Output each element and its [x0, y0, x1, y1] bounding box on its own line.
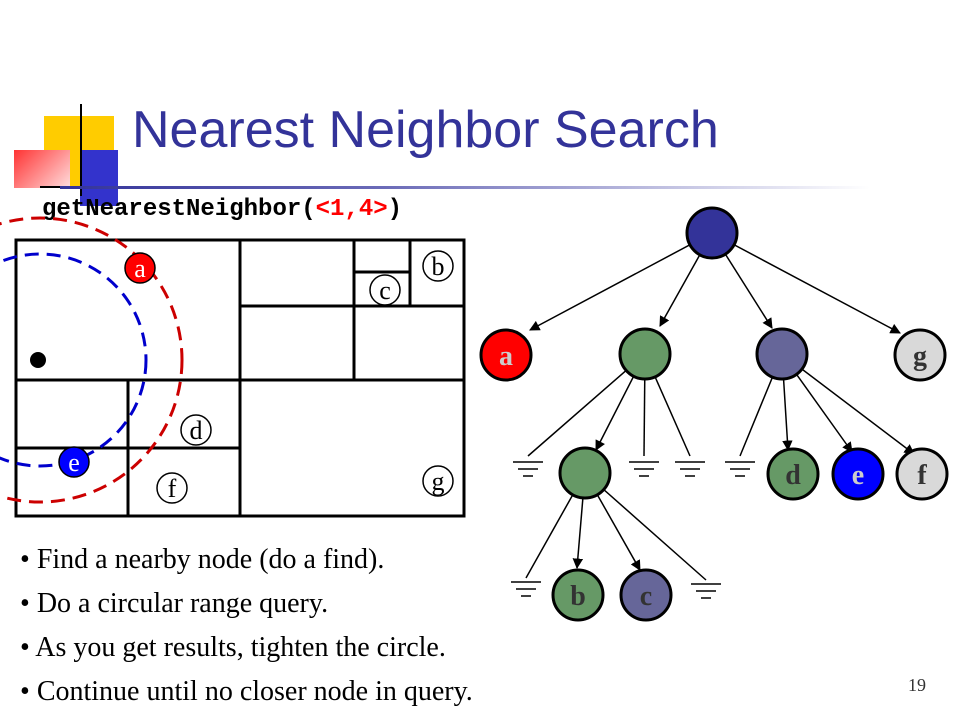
- page-number: 19: [908, 675, 926, 695]
- call-prefix: getNearestNeighbor(: [42, 196, 316, 223]
- corner-vertical-line: [80, 104, 82, 196]
- tree-node-e: [831, 447, 885, 501]
- bullet-item: • Do a circular range query.: [20, 588, 329, 619]
- tree-label-f: f: [917, 460, 927, 491]
- map-label-f: f: [168, 474, 177, 503]
- map-label-e: e: [68, 448, 80, 477]
- empty-leaf-icon: [691, 583, 721, 599]
- tree-node-b: [551, 568, 605, 622]
- tree-nodes: a g d e f b c: [479, 206, 949, 622]
- corner-blue-block: [80, 150, 118, 206]
- map-label-g: g: [432, 467, 445, 496]
- quadtree-diagram: [511, 232, 915, 599]
- empty-leaf-icon: [629, 461, 659, 477]
- map-point-c: c: [369, 274, 401, 306]
- map-point-d: d: [180, 414, 212, 446]
- tree-edge: [529, 232, 713, 331]
- map-label-b: b: [432, 252, 445, 281]
- map-point-f: f: [156, 472, 188, 504]
- empty-leaf-icon: [513, 461, 543, 477]
- tree-internal-node: [755, 327, 809, 381]
- map-point-b: b: [422, 250, 454, 282]
- search-circle-small: [0, 252, 148, 468]
- title-underline: [60, 186, 870, 189]
- tree-edge: [584, 472, 707, 581]
- map-point-e: e: [58, 446, 90, 478]
- tree-label-a: a: [499, 341, 513, 372]
- tree-node-d: [766, 447, 820, 501]
- tree-label-c: c: [640, 581, 652, 612]
- map-label-c: c: [379, 276, 391, 305]
- tree-root-node: [685, 206, 739, 260]
- tree-label-g: g: [913, 341, 927, 372]
- tree-label-b: b: [570, 581, 586, 612]
- corner-red-block: [14, 150, 70, 188]
- search-circle-large: [0, 216, 184, 504]
- map-label-a: a: [134, 254, 146, 283]
- empty-leaf-icon: [725, 461, 755, 477]
- slide-title: Nearest Neighbor Search: [132, 101, 719, 159]
- tree-node-a: [479, 328, 533, 382]
- call-argument: <1,4>: [315, 196, 388, 223]
- bullet-list: • Find a nearby node (do a find). • Do a…: [20, 538, 473, 714]
- tree-label-d: d: [785, 460, 801, 491]
- tree-edge: [711, 232, 901, 334]
- call-suffix: ): [387, 196, 403, 223]
- map-point-g: g: [422, 465, 454, 497]
- bullet-text: As you get results, tighten the circle.: [35, 632, 446, 663]
- bullet-item: • Find a nearby node (do a find).: [20, 544, 385, 575]
- quadtree-map: a b c d e f g: [0, 216, 466, 518]
- bullet-text: Do a circular range query.: [36, 588, 329, 619]
- empty-leaf-icon: [675, 461, 705, 477]
- empty-leaf-icon: [511, 581, 541, 597]
- tree-internal-node: [618, 327, 672, 381]
- bullet-item: • Continue until no closer node in query…: [20, 676, 473, 707]
- tree-node-g: [893, 328, 947, 382]
- query-point: [30, 352, 46, 368]
- tree-node-f: [895, 447, 949, 501]
- tree-node-c: [619, 568, 673, 622]
- bullet-item: • As you get results, tighten the circle…: [20, 632, 446, 663]
- bullet-text: Find a nearby node (do a find).: [36, 544, 385, 575]
- tree-label-e: e: [852, 460, 864, 491]
- tree-edge: [781, 353, 915, 455]
- tree-internal-node: [558, 446, 612, 500]
- map-label-d: d: [190, 416, 203, 445]
- function-call: getNearestNeighbor(<1,4>): [42, 196, 402, 223]
- map-point-a: a: [124, 252, 156, 284]
- bullet-text: Continue until no closer node in query.: [36, 676, 473, 707]
